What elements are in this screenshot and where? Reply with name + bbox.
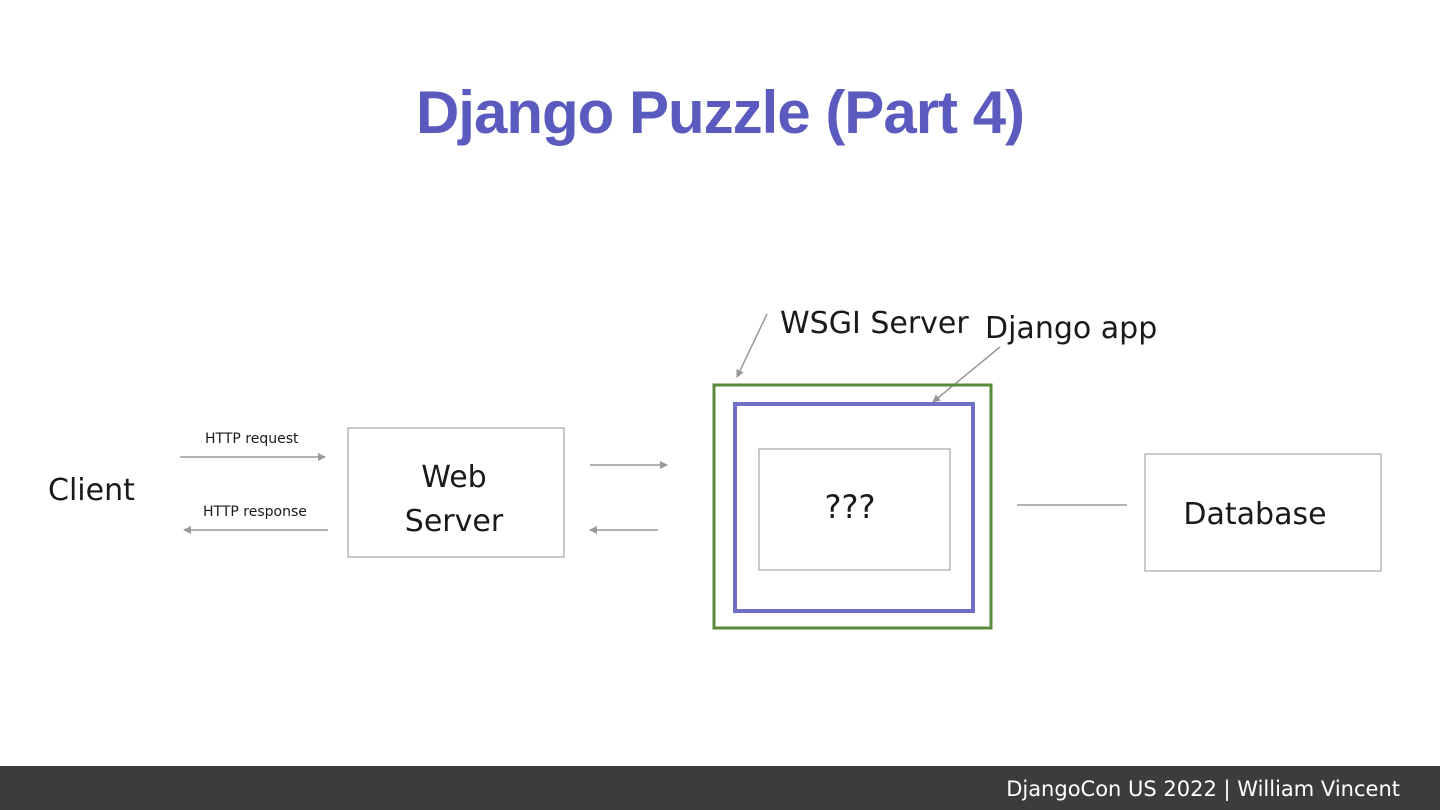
wsgi-pointer-arrow — [736, 313, 768, 378]
web-server-label-line2: Server — [405, 504, 504, 539]
http-response-label: HTTP response — [203, 504, 307, 520]
database-label: Database — [1183, 497, 1326, 532]
unknown-box — [758, 448, 951, 571]
django-app-pointer-arrow — [932, 346, 1001, 403]
footer-bar: DjangoCon US 2022 | William Vincent — [0, 766, 1440, 810]
client-label: Client — [48, 473, 135, 508]
wsgi-server-label: WSGI Server — [780, 306, 969, 341]
web-server-label-line1: Web — [421, 460, 486, 495]
http-request-label: HTTP request — [205, 431, 299, 447]
slide-title: Django Puzzle (Part 4) — [415, 79, 1025, 146]
unknown-label: ??? — [825, 488, 876, 526]
wsgi-server-box — [712, 383, 993, 630]
footer-credit: DjangoCon US 2022 | William Vincent — [1006, 777, 1400, 801]
django-app-label: Django app — [985, 311, 1157, 346]
web-server-box — [347, 427, 565, 558]
database-box — [1144, 453, 1382, 572]
django-app-box — [733, 402, 975, 613]
